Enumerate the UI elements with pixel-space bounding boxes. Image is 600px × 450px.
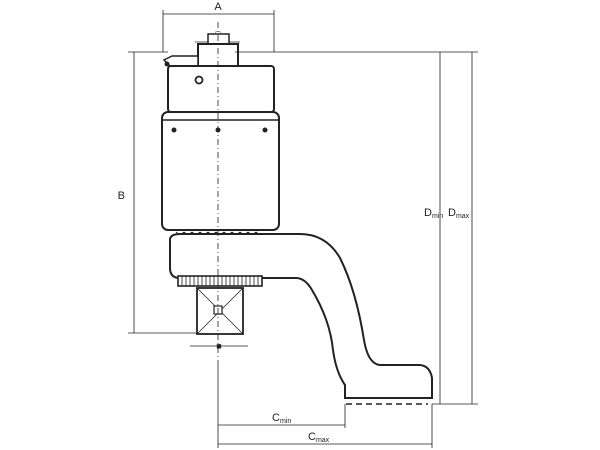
dimension-dmax-label: Dmax [448, 207, 470, 220]
dimension-c: Cmin Cmax [217, 366, 433, 448]
lower-gear-ring [177, 275, 263, 287]
bottom-square-symbol: ■ [216, 341, 221, 351]
reaction-arm [169, 233, 433, 405]
dimension-cmax-label: Cmax [308, 431, 330, 444]
dimension-b: B [118, 51, 198, 334]
dimension-cmin-label: Cmin [272, 412, 291, 425]
dimension-b-label: B [118, 190, 125, 202]
main-cylinder [161, 111, 280, 236]
top-square-drive: □ [162, 29, 240, 67]
dimension-a-label: A [214, 1, 222, 13]
dimension-a: A [162, 1, 275, 52]
motor-cap [167, 65, 275, 113]
bottom-socket: ■ [190, 287, 248, 351]
dimension-d: Dmin Dmax [235, 51, 478, 405]
dimension-dmin-label: Dmin [424, 207, 443, 220]
